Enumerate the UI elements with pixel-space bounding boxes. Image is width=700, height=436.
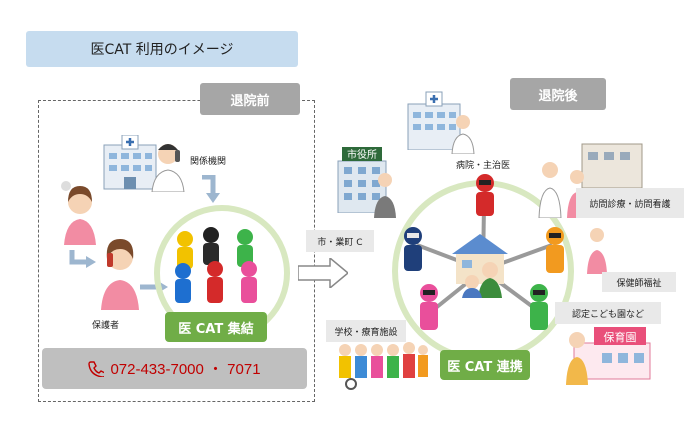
before-group-label: 医 CAT 集結: [165, 312, 267, 342]
city-office-sign: 市役所: [347, 148, 377, 161]
ranger-orange-icon: [546, 227, 564, 273]
page-title: 医CAT 利用のイメージ: [90, 42, 234, 58]
label-city-town: 市・業町 C: [306, 230, 374, 252]
phone-icon: [88, 360, 105, 377]
label-health-welfare-text: 保健師福祉: [616, 278, 662, 289]
before-group-label-text: 医 CAT 集結: [178, 321, 254, 337]
doctor-icon: [451, 115, 475, 154]
hospital-after-icon: [407, 91, 461, 150]
label-nursery: 認定こども園など: [555, 302, 661, 324]
label-home-visit: 訪問診療・訪問看護: [576, 188, 684, 218]
label-hospital-doctor: 病院・主治医: [456, 161, 511, 171]
before-tag: 退院前: [200, 83, 300, 115]
nursery-sign: 保育園: [604, 330, 637, 344]
arrow-right-icon: [69, 250, 96, 268]
city-staff-icon: [374, 173, 396, 218]
phone-number-bar[interactable]: 072-433-7000 ・ 7071: [42, 348, 307, 389]
after-tag: 退院後: [510, 78, 606, 110]
nursery-teacher-icon: [566, 332, 588, 385]
after-group-label: 医 CAT 連携: [440, 350, 530, 380]
city-office-icon: 市役所: [337, 147, 387, 213]
ranger-red-icon: [476, 174, 494, 216]
label-guardian: 保護者: [92, 321, 120, 331]
label-school-text: 学校・療育施設: [334, 327, 398, 338]
visiting-doctor-icon: [538, 162, 562, 218]
phone-number-text: 072-433-7000 ・ 7071: [110, 361, 261, 378]
hospital-building-icon: [103, 135, 157, 190]
family-house-icon: [452, 234, 508, 298]
big-arrow-right-icon: [298, 258, 348, 288]
ranger-green-icon: [530, 284, 548, 330]
doctor-on-phone-icon: [151, 144, 185, 192]
before-tag-label: 退院前: [230, 93, 270, 109]
label-health-welfare: 保健師福祉: [602, 272, 676, 292]
label-school: 学校・療育施設: [326, 320, 406, 342]
after-tag-label: 退院後: [538, 88, 578, 104]
ranger-blue-icon: [404, 227, 422, 271]
label-nursery-text: 認定こども園など: [571, 309, 644, 320]
label-home-visit-text: 訪問診療・訪問看護: [589, 199, 671, 210]
label-related-organizations: 関係機関: [190, 157, 227, 167]
clinic-building-icon: [581, 143, 643, 188]
arrow-down-icon: [202, 175, 220, 203]
worried-mother-icon: [61, 181, 96, 245]
ranger-team-icon: [175, 227, 257, 303]
guardian-on-phone-icon: [101, 239, 139, 310]
page-title-box: 医CAT 利用のイメージ: [26, 31, 298, 67]
school-people-icon: [339, 342, 428, 390]
label-city-town-text: 市・業町 C: [317, 237, 363, 248]
after-group-label-text: 医 CAT 連携: [447, 359, 523, 375]
health-worker-icon: [587, 228, 607, 274]
ranger-pink-icon: [420, 284, 438, 330]
